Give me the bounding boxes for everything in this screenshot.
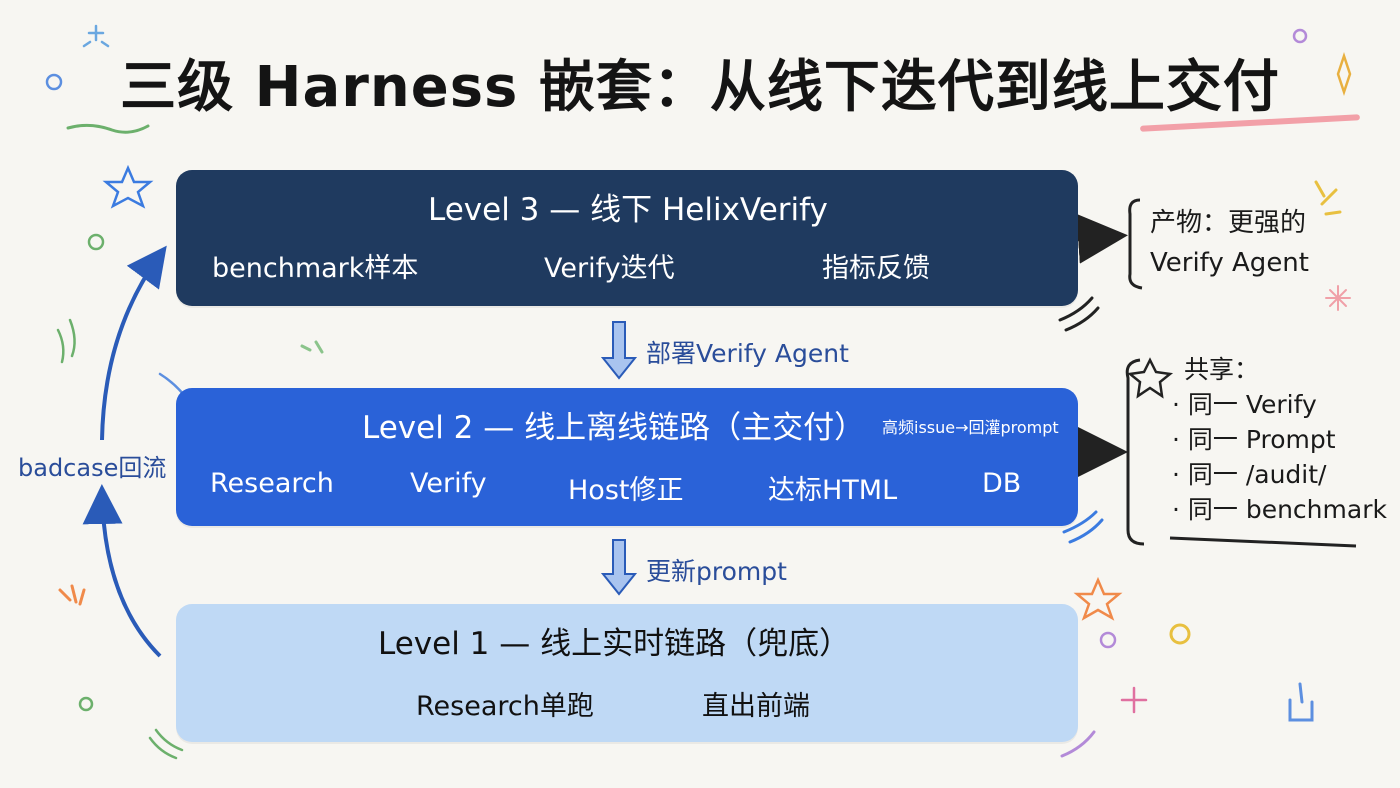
level-2-step-html: 达标HTML xyxy=(768,475,898,506)
feedback-curve-upper xyxy=(100,245,167,441)
down-arrow-l2-l1 xyxy=(600,539,638,596)
level-1-step-research-solo: Research单跑 xyxy=(416,691,594,722)
level-2-step-db: DB xyxy=(982,468,1022,499)
shared-item-benchmark: · 同一 benchmark xyxy=(1172,495,1387,524)
feedback-label: badcase回流 xyxy=(18,454,167,482)
product-bracket xyxy=(1128,198,1143,290)
shared-title: 共享： xyxy=(1184,355,1260,384)
shared-bracket xyxy=(1125,358,1145,546)
level-2-step-host-fix: Host修正 xyxy=(568,475,684,506)
level-3-step-benchmark: benchmark样本 xyxy=(212,253,419,284)
page-title: 三级 Harness 嵌套：从线下迭代到线上交付 xyxy=(120,55,1280,120)
level-3-step-metric-feedback: 指标反馈 xyxy=(822,253,930,284)
shared-underline xyxy=(1169,536,1357,548)
shared-item-audit: · 同一 /audit/ xyxy=(1172,460,1327,489)
transition-deploy-verify: 部署Verify Agent xyxy=(646,339,849,368)
level-3-box: Level 3 — 线下 HelixVerify benchmark样本 Ver… xyxy=(176,170,1078,306)
level-2-step-verify: Verify xyxy=(410,468,487,499)
down-arrow-l3-l2 xyxy=(600,321,638,380)
level-2-side-note: 高频issue→回灌prompt xyxy=(882,418,1059,437)
level-3-step-verify-iterate: Verify迭代 xyxy=(544,253,675,284)
level-3-title: Level 3 — 线下 HelixVerify xyxy=(428,192,828,228)
level-1-box: Level 1 — 线上实时链路（兜底） Research单跑 直出前端 xyxy=(176,604,1078,742)
shared-item-verify: · 同一 Verify xyxy=(1172,390,1317,419)
transition-update-prompt: 更新prompt xyxy=(646,557,787,586)
level-2-box: Level 2 — 线上离线链路（主交付） 高频issue→回灌prompt R… xyxy=(176,388,1078,526)
level-1-step-direct-frontend: 直出前端 xyxy=(702,691,810,722)
product-line-2: Verify Agent xyxy=(1150,248,1309,278)
product-line-1: 产物：更强的 xyxy=(1150,208,1307,238)
shared-item-prompt: · 同一 Prompt xyxy=(1172,425,1336,454)
level-1-title: Level 1 — 线上实时链路（兜底） xyxy=(378,626,851,662)
level-2-step-research: Research xyxy=(210,468,334,499)
level-2-title: Level 2 — 线上离线链路（主交付） xyxy=(362,410,866,446)
feedback-curve-lower xyxy=(82,484,162,658)
shared-panel: 共享： · 同一 Verify · 同一 Prompt · 同一 /audit/… xyxy=(1150,352,1390,527)
